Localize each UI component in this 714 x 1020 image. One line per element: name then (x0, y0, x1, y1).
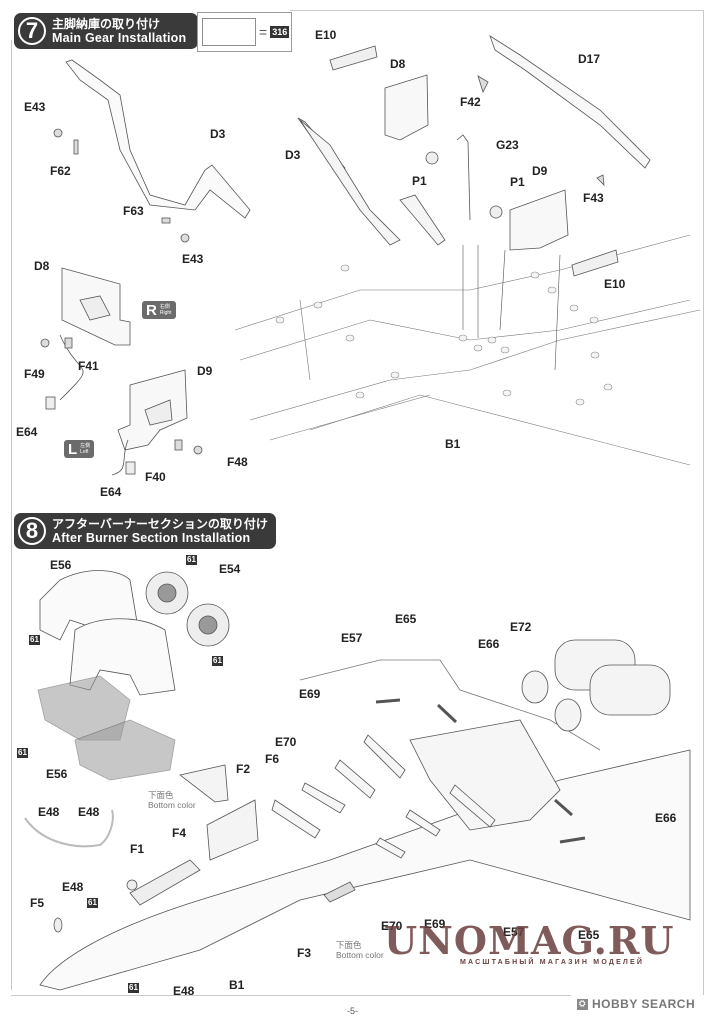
part-label: F3 (297, 946, 312, 960)
part-label: E69 (299, 687, 321, 701)
part-label: D3 (210, 127, 226, 141)
part-label: E10 (604, 277, 626, 291)
part-label: E43 (182, 252, 204, 266)
step-7-number: 7 (18, 17, 46, 45)
brand-logo-icon: ⛭ (577, 998, 588, 1010)
part-label: E48 (38, 805, 60, 819)
part-label: F48 (227, 455, 248, 469)
part-label: D8 (390, 57, 406, 71)
part-label: E65 (395, 612, 417, 626)
part-label: D8 (34, 259, 50, 273)
part-label: E72 (510, 620, 532, 634)
d8-panel-left-drawing (61, 267, 131, 346)
part-label: F63 (123, 204, 144, 218)
part-label: F49 (24, 367, 45, 381)
left-frame-line (11, 40, 12, 990)
paint-code-tag: 61 (212, 656, 223, 666)
part-label: E57 (341, 631, 363, 645)
step-8-title-jp: アフターバーナーセクションの取り付け (52, 517, 268, 531)
struts-drawing (271, 734, 496, 859)
part-label: E66 (655, 811, 677, 825)
part-label: E10 (315, 28, 337, 42)
part-label: E48 (62, 880, 84, 894)
d9-panel-left-drawing (117, 369, 188, 451)
step-8-header: 8 アフターバーナーセクションの取り付け After Burner Sectio… (14, 513, 276, 549)
part-label: F5 (30, 896, 45, 910)
step-8-title-en: After Burner Section Installation (52, 531, 251, 545)
part-label: E70 (381, 919, 403, 933)
step-7-title-jp: 主脚納庫の取り付け (52, 17, 161, 31)
part-label: E70 (275, 735, 297, 749)
part-label: D3 (285, 148, 301, 162)
part-label: E48 (173, 984, 195, 998)
step-7-title-en: Main Gear Installation (52, 31, 187, 45)
part-label: D9 (197, 364, 213, 378)
part-label: D9 (532, 164, 548, 178)
part-label: E43 (24, 100, 46, 114)
part-label: B1 (229, 978, 245, 992)
source-brand: ⛭ HOBBY SEARCH (577, 997, 695, 1011)
nozzle-drawing (521, 639, 671, 732)
d3-frame-drawing (65, 59, 251, 219)
part-label: F2 (236, 762, 251, 776)
part-label: F6 (265, 752, 280, 766)
part-label: F4 (172, 826, 187, 840)
part-label: D17 (578, 52, 601, 66)
paint-swatch (202, 18, 256, 46)
part-label: E64 (100, 485, 122, 499)
top-frame-line (290, 10, 704, 11)
step-7-header: 7 主脚納庫の取り付け Main Gear Installation (14, 13, 198, 49)
paint-equals: = (259, 24, 268, 40)
part-label: G23 (496, 138, 519, 152)
page-number: -5- (347, 1006, 358, 1016)
part-label: B1 (445, 437, 461, 451)
step8-fuselage-drawing (39, 659, 691, 991)
part-label: P1 (510, 175, 525, 189)
watermark: UNOMAG.RU (384, 918, 675, 963)
exhaust-fan-drawing (145, 571, 230, 647)
paint-code-tag: 61 (87, 898, 98, 908)
right-frame-line (703, 10, 704, 995)
afterburner-shroud-drawing (37, 570, 176, 781)
paint-code: 316 (270, 26, 290, 38)
part-label: E64 (16, 425, 38, 439)
watermark-subtitle: МАСШТАБНЫЙ МАГАЗИН МОДЕЛЕЙ (460, 959, 645, 966)
part-label: F43 (583, 191, 604, 205)
paint-code-tag: 61 (128, 983, 139, 993)
bottom-frame-line (11, 995, 571, 996)
part-label: E48 (78, 805, 100, 819)
part-label: E56 (50, 558, 72, 572)
part-label: F41 (78, 359, 99, 373)
paint-callout: = 316 (197, 12, 292, 52)
part-label: F40 (145, 470, 166, 484)
paint-code-tag: 61 (186, 555, 197, 565)
part-label: E69 (424, 917, 446, 931)
part-label: F62 (50, 164, 71, 178)
part-label: E57 (503, 925, 525, 939)
part-label: E56 (46, 767, 68, 781)
bottom-color-note: 下面色 Bottom color (148, 790, 196, 810)
part-label: E66 (478, 637, 500, 651)
part-label: P1 (412, 174, 427, 188)
part-label: E65 (578, 928, 600, 942)
step7-fuselage-drawing (234, 234, 701, 466)
step-8-number: 8 (18, 517, 46, 545)
bottom-color-note-2: 下面色 Bottom color (336, 940, 384, 960)
part-label: F42 (460, 95, 481, 109)
part-label: F1 (130, 842, 145, 856)
part-label: E54 (219, 562, 241, 576)
paint-code-tag: 61 (17, 748, 28, 758)
paint-code-tag: 61 (29, 635, 40, 645)
